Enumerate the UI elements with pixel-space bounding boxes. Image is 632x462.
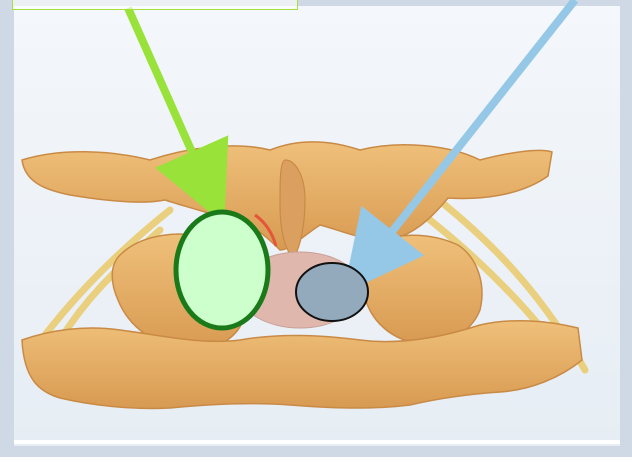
panel-divider [14, 440, 620, 444]
blue-oval-marker [296, 263, 368, 321]
green-oval-marker [176, 212, 268, 328]
label-box [12, 0, 298, 10]
